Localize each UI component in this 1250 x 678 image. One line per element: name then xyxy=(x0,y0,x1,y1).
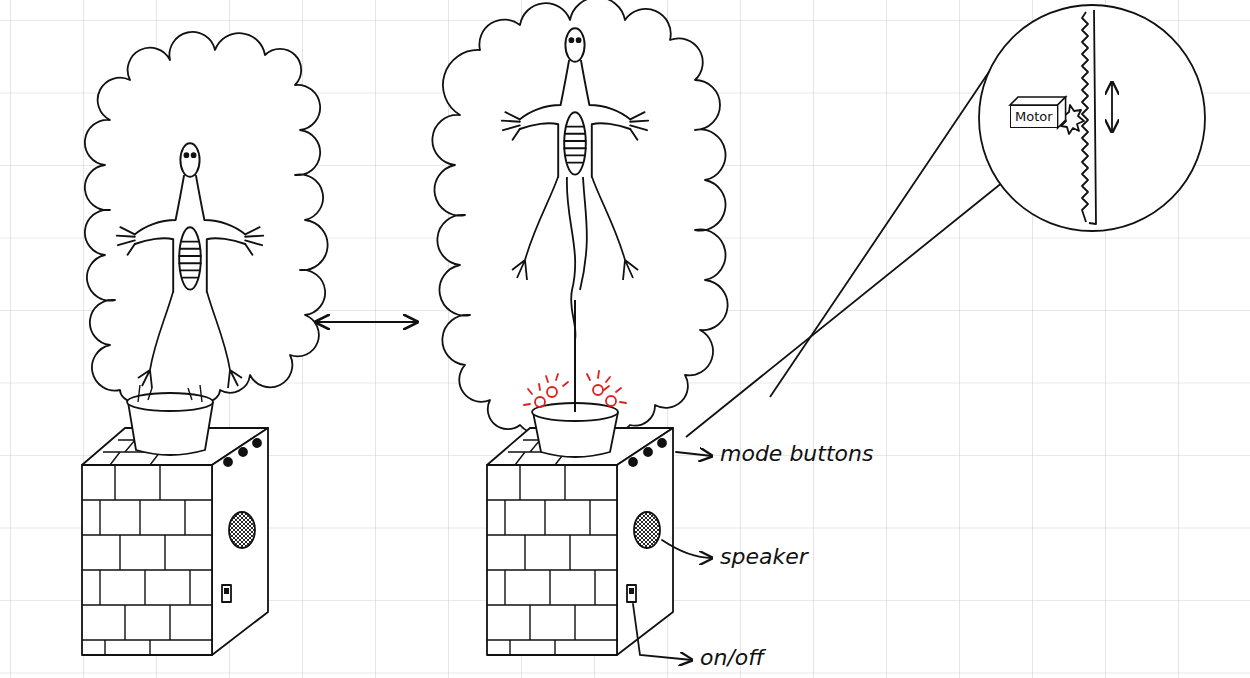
zoom-detail xyxy=(686,5,1205,437)
right-figure xyxy=(432,0,727,655)
left-figure xyxy=(82,32,328,655)
thought-cloud xyxy=(85,32,328,410)
part-label: speaker xyxy=(720,544,808,570)
motor-cube-face xyxy=(1010,97,1066,105)
leader-lines xyxy=(633,452,712,660)
part-label: on/off xyxy=(700,645,764,671)
node-label: Motor xyxy=(1011,106,1057,127)
part-label: mode buttons xyxy=(720,441,873,467)
thought-cloud xyxy=(432,0,727,443)
motor-box: Motor xyxy=(1010,105,1058,128)
transition-arrow xyxy=(316,321,417,323)
red-lights xyxy=(524,371,626,407)
motor-cube-face xyxy=(1058,97,1066,128)
